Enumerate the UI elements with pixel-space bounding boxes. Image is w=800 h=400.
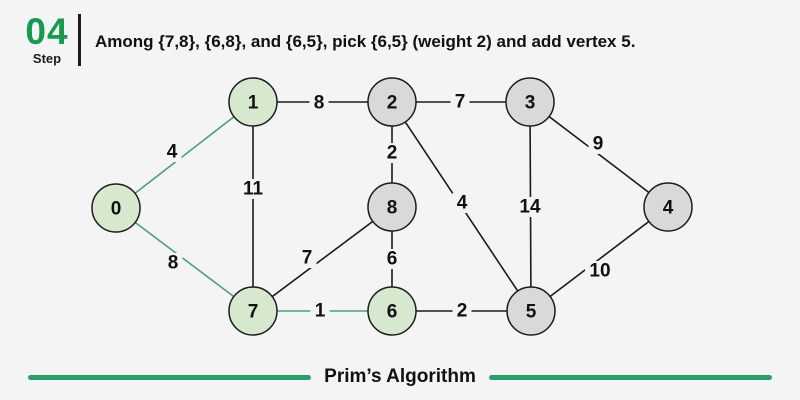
edge-weight-0-1: 4 (167, 142, 178, 163)
edge-weight-bg-1-2 (309, 93, 329, 113)
node-7 (228, 286, 278, 336)
footer: Prim’s Algorithm (28, 366, 773, 388)
node-label-8: 8 (387, 198, 398, 219)
header-divider (78, 14, 81, 66)
edge-weight-bg-5-4 (585, 261, 615, 281)
node-label-7: 7 (248, 302, 259, 323)
edge-weight-1-7: 11 (243, 179, 264, 200)
edge-0-7 (115, 207, 254, 312)
edge-weight-7-6: 1 (315, 301, 326, 322)
node-4 (643, 182, 693, 232)
edge-3-4 (529, 101, 669, 208)
node-8 (367, 182, 417, 232)
edge-weight-bg-7-8 (297, 248, 317, 268)
edge-weight-5-4: 10 (589, 261, 610, 282)
edge-weight-bg-2-8 (382, 143, 402, 163)
footer-title: Prim’s Algorithm (324, 366, 476, 387)
node-label-5: 5 (526, 302, 537, 323)
node-3 (505, 77, 555, 127)
node-0 (91, 183, 141, 233)
node-1 (228, 77, 278, 127)
node-label-6: 6 (387, 302, 398, 323)
edge-weight-7-8: 7 (302, 248, 313, 269)
edge-weight-6-5: 2 (457, 301, 468, 322)
edge-0-1 (115, 101, 254, 209)
edge-weight-bg-7-6 (310, 301, 330, 321)
step-label: Step (32, 51, 62, 66)
edge-weight-bg-0-7 (163, 253, 183, 273)
edge-weight-bg-3-4 (588, 134, 608, 154)
edge-weight-3-5: 14 (519, 197, 541, 218)
edge-weight-3-4: 9 (593, 134, 604, 155)
node-6 (367, 286, 417, 336)
edge-weight-bg-1-7 (238, 179, 268, 199)
node-label-3: 3 (525, 93, 536, 114)
edge-5-4 (530, 206, 669, 312)
edge-weight-8-6: 6 (387, 249, 398, 270)
edge-weight-bg-8-6 (382, 249, 402, 269)
edge-weight-bg-0-1 (162, 142, 182, 162)
step-indicator: 04 Step (20, 13, 74, 66)
node-2 (367, 77, 417, 127)
edge-weight-0-7: 8 (168, 253, 179, 274)
edge-weight-bg-2-5 (452, 193, 472, 213)
edge-weight-1-2: 8 (314, 93, 325, 114)
edge-weight-2-3: 7 (455, 92, 466, 113)
node-5 (506, 286, 556, 336)
node-label-0: 0 (111, 199, 122, 220)
edge-7-8 (252, 206, 393, 312)
footer-rule-right (488, 374, 773, 380)
step-description: Among {7,8}, {6,8}, and {6,5}, pick {6,5… (95, 32, 636, 51)
edge-weight-bg-3-5 (515, 197, 545, 217)
edge-weight-2-8: 2 (387, 143, 398, 164)
edge-weight-2-5: 4 (457, 193, 468, 214)
footer-rule-left (28, 374, 312, 380)
node-label-2: 2 (387, 93, 398, 114)
node-label-4: 4 (663, 198, 674, 219)
step-number: 04 (25, 11, 69, 52)
edge-weight-bg-6-5 (452, 301, 472, 321)
edge-weight-bg-2-3 (450, 92, 470, 112)
node-label-1: 1 (248, 93, 259, 114)
